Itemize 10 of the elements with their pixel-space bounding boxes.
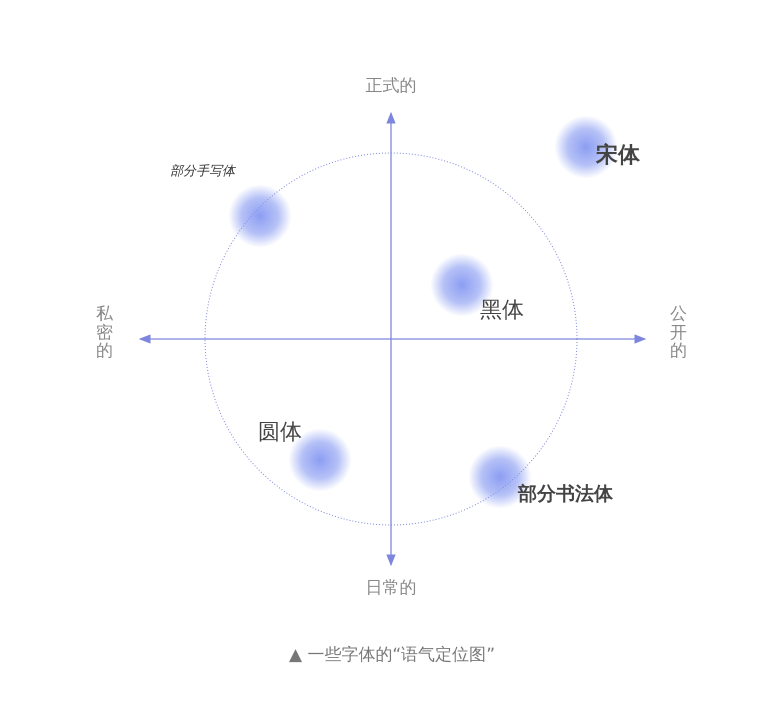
axis-label: 私密的	[96, 305, 113, 362]
font-label: 部分书法体	[518, 482, 613, 507]
font-label: 部分手写体	[170, 163, 235, 180]
axis-label: 日常的	[366, 579, 416, 598]
font-label: 黑体	[480, 297, 524, 325]
caption: ▲ 一些字体的“语气定位图”	[288, 644, 496, 666]
font-label: 圆体	[258, 419, 302, 447]
axis-label: 正式的	[366, 77, 416, 96]
font-label: 宋体	[596, 141, 640, 170]
axis-label: 公开的	[670, 305, 687, 362]
